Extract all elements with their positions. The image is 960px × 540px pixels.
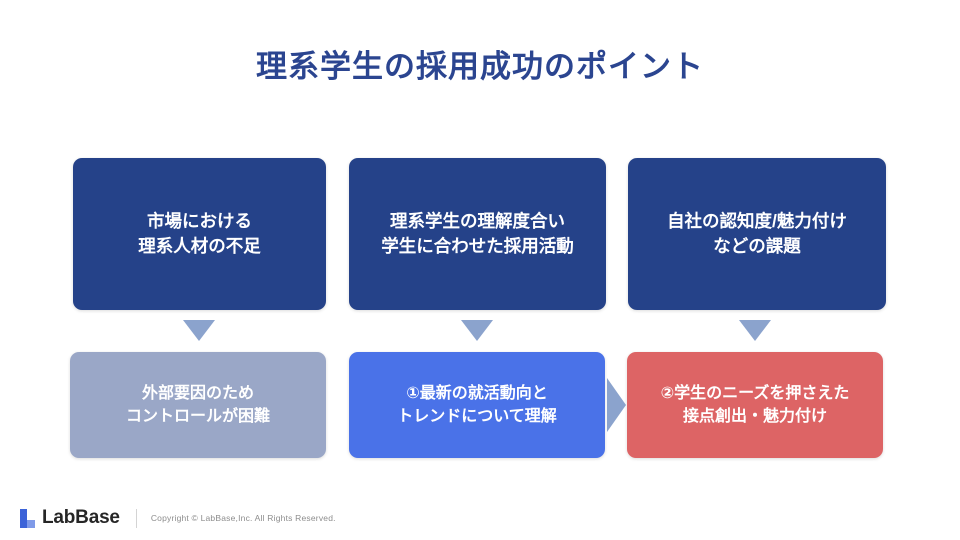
arrow-down-icon-2	[461, 320, 493, 341]
outcome-card-3-line-1: ②学生のニーズを押さえた	[660, 384, 850, 402]
problem-card-2-text: 理系学生の理解度合い 学生に合わせた採用活動	[381, 209, 574, 260]
problem-card-3[interactable]: 自社の認知度/魅力付け などの課題	[628, 158, 886, 310]
outcome-card-2[interactable]: ①最新の就活動向と トレンドについて理解	[349, 352, 605, 458]
outcome-card-1-text: 外部要因のため コントロールが困難	[126, 382, 270, 428]
outcome-card-2-line-1: ①最新の就活動向と	[406, 384, 548, 402]
outcome-card-3-line-2: 接点創出・魅力付け	[682, 408, 827, 425]
problem-card-2-line-2: 学生に合わせた採用活動	[381, 236, 574, 256]
labbase-logo-icon	[20, 508, 35, 528]
copyright-text: Copyright © LabBase,Inc. All Rights Rese…	[150, 513, 336, 523]
footer-divider	[135, 508, 137, 528]
page-title: 理系学生の採用成功のポイント	[256, 49, 704, 84]
problem-card-3-text: 自社の認知度/魅力付け などの課題	[667, 209, 847, 260]
outcome-card-3-text: ②学生のニーズを押さえた 接点創出・魅力付け	[661, 382, 850, 428]
problem-card-2-line-1: 理系学生の理解度合い	[390, 210, 565, 231]
problem-card-1-text: 市場における 理系人材の不足	[138, 209, 261, 260]
problem-card-3-line-1: 自社の認知度/魅力付け	[667, 210, 847, 231]
arrow-down-icon-3	[739, 320, 771, 341]
outcome-card-1[interactable]: 外部要因のため コントロールが困難	[70, 352, 326, 458]
arrow-down-icon-1	[183, 320, 215, 341]
outcome-card-3[interactable]: ②学生のニーズを押さえた 接点創出・魅力付け	[627, 352, 883, 458]
logo-wordmark: LabBase	[42, 507, 120, 528]
problem-card-1-line-2: 理系人材の不足	[138, 236, 261, 256]
footer: LabBase Copyright © LabBase,Inc. All Rig…	[0, 496, 960, 540]
outcome-card-2-text: ①最新の就活動向と トレンドについて理解	[397, 382, 557, 428]
outcome-card-1-line-1: 外部要因のため	[141, 384, 254, 402]
problem-card-1[interactable]: 市場における 理系人材の不足	[73, 158, 326, 310]
outcome-card-2-line-2: トレンドについて理解	[397, 408, 557, 425]
problem-card-3-line-2: などの課題	[713, 236, 801, 256]
logo-mark-bar	[20, 508, 27, 528]
logo-mark-foot	[27, 519, 35, 528]
problem-card-2[interactable]: 理系学生の理解度合い 学生に合わせた採用活動	[349, 158, 606, 310]
outcome-card-1-line-2: コントロールが困難	[125, 408, 270, 425]
arrow-right-icon	[607, 378, 626, 432]
problem-card-1-line-1: 市場における	[147, 210, 252, 231]
labbase-logo: LabBase	[20, 507, 120, 529]
